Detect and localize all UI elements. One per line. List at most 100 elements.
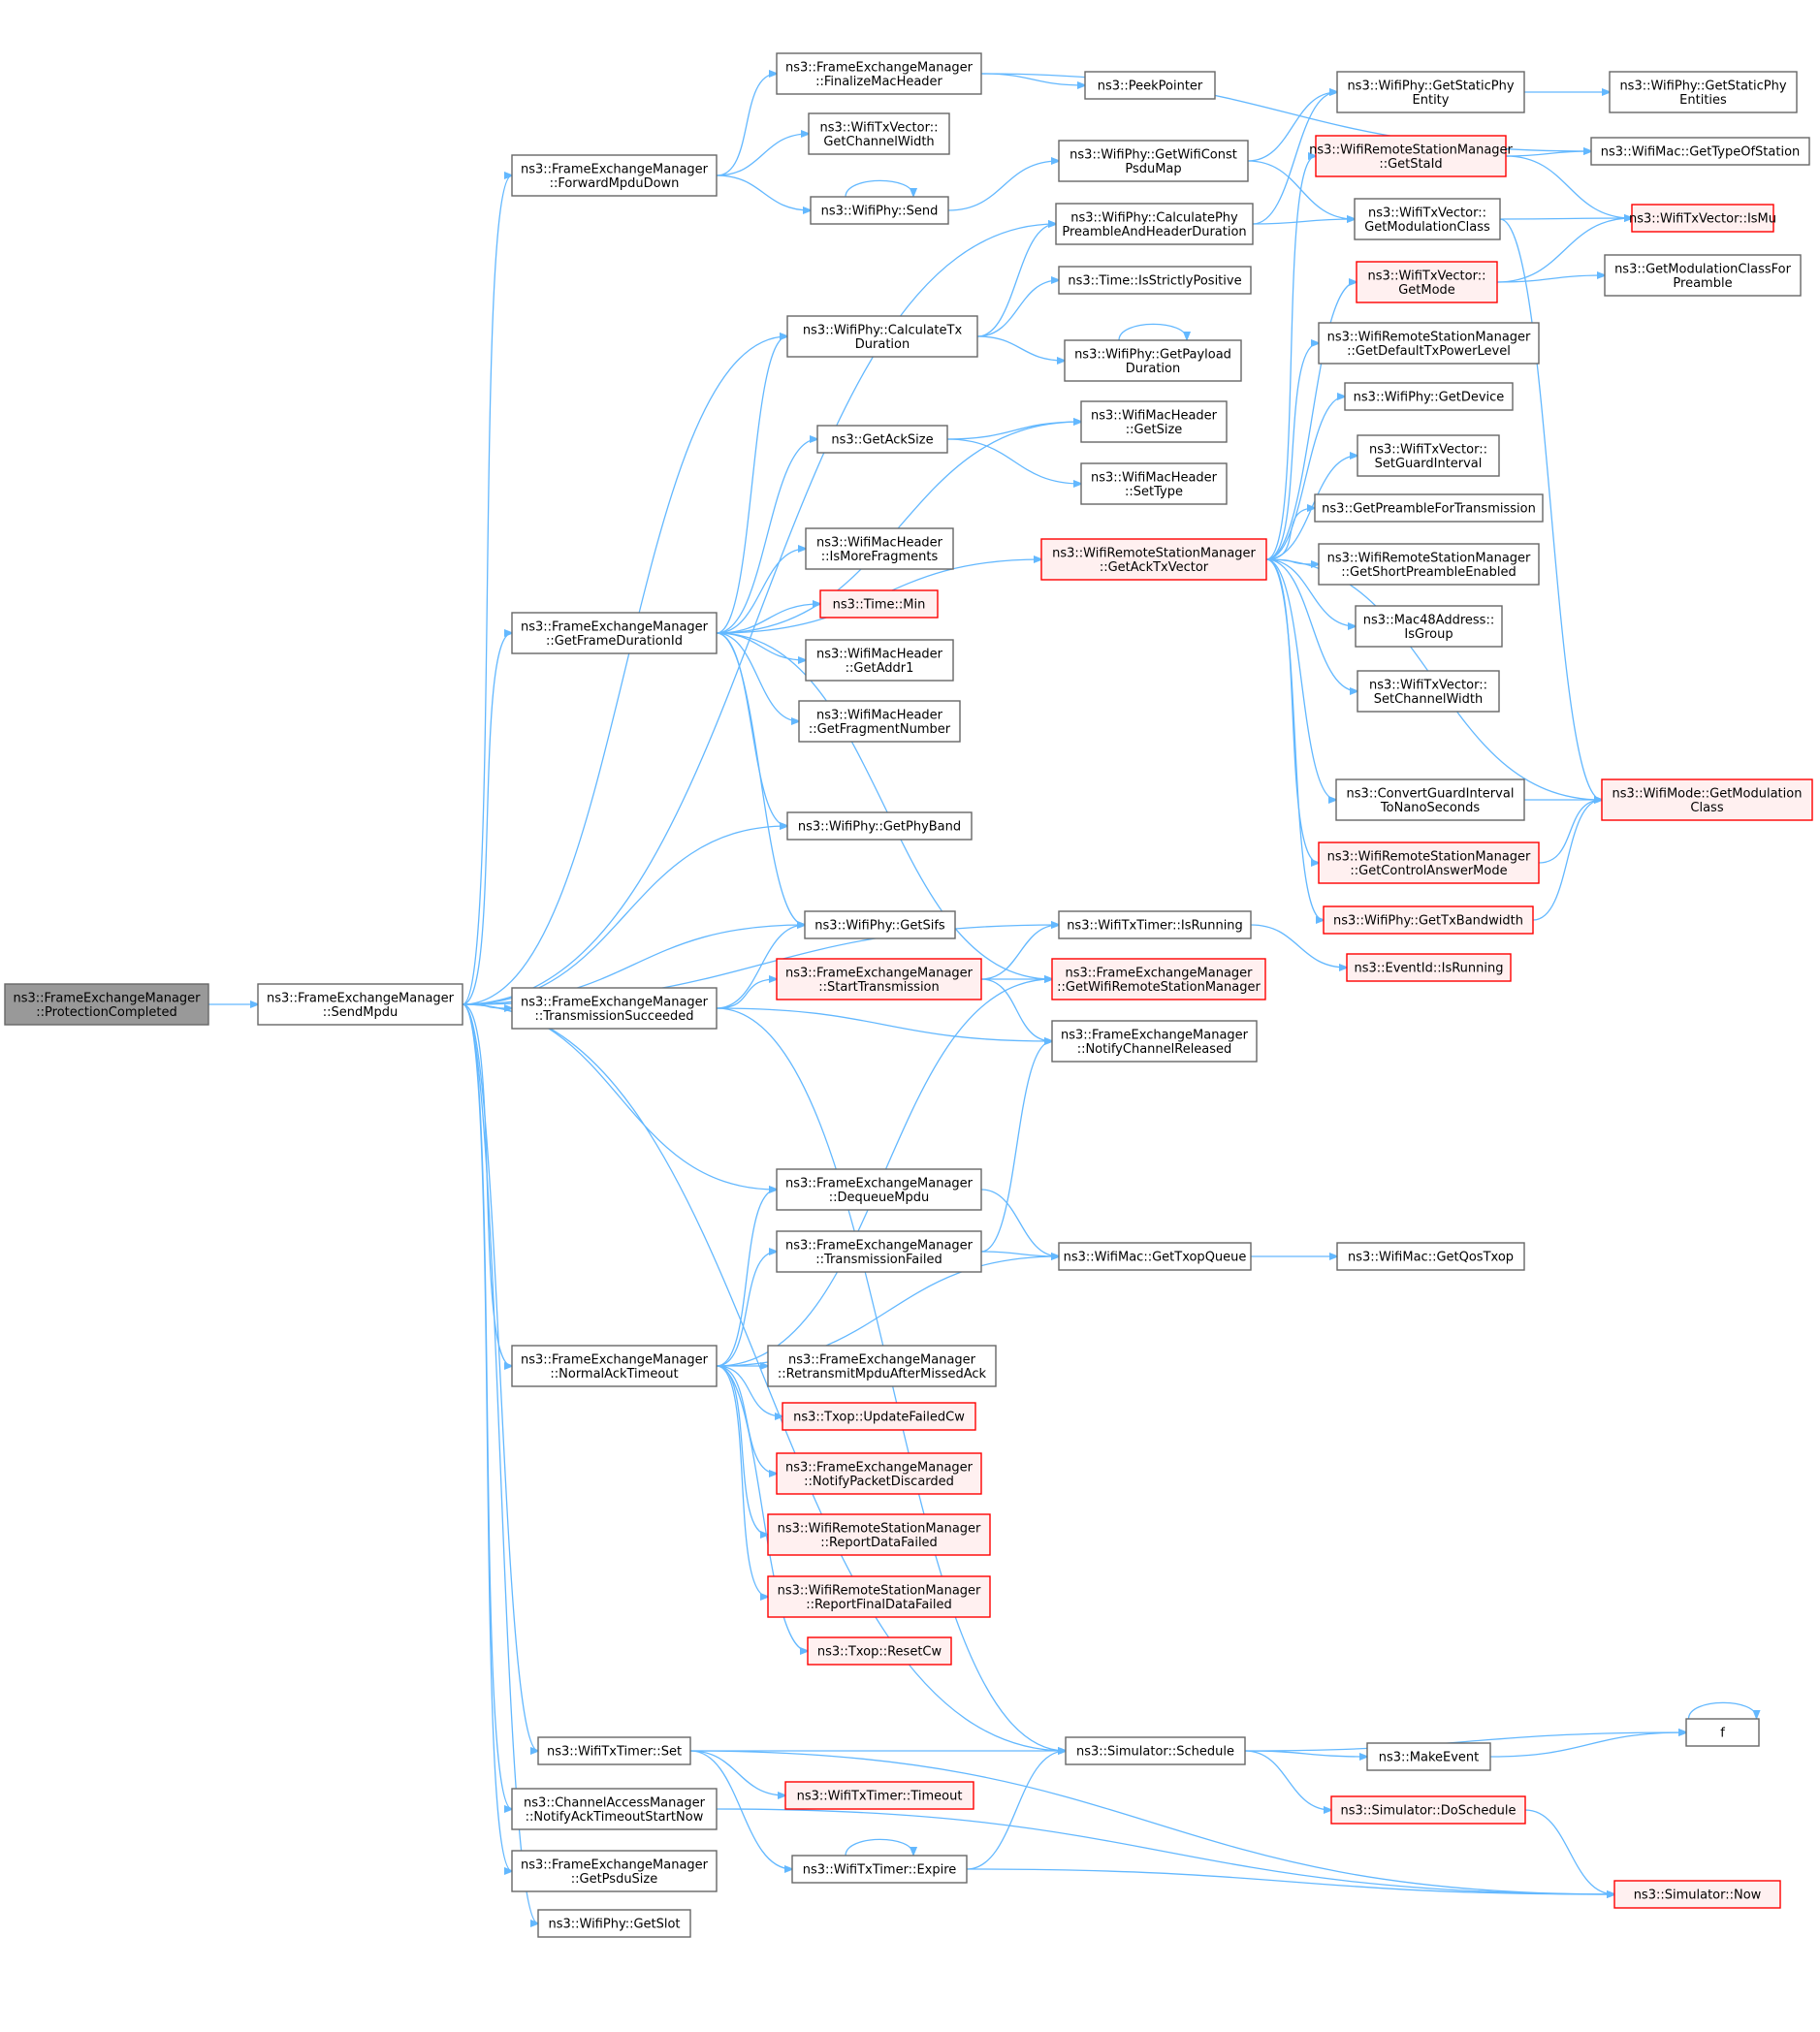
node-box [257, 983, 463, 1026]
edge-calcPreamble-to-getModulationClassTx [1252, 219, 1355, 225]
node-normalAckTimeout[interactable]: ns3::FrameExchangeManager::NormalAckTime… [511, 1345, 718, 1387]
node-getTypeOfStation[interactable]: ns3::WifiMac::GetTypeOfStation [1590, 137, 1810, 166]
node-modeGetModClass[interactable]: ns3::WifiMode::GetModulationClass [1601, 778, 1813, 821]
node-getAddr1[interactable]: ns3::WifiMacHeader::GetAddr1 [805, 639, 954, 682]
node-transmissionFailed[interactable]: ns3::FrameExchangeManager::TransmissionF… [776, 1230, 982, 1273]
node-getStaId[interactable]: ns3::WifiRemoteStationManager::GetStaId [1309, 135, 1514, 177]
node-startTransmission[interactable]: ns3::FrameExchangeManager::StartTransmis… [776, 958, 982, 1000]
node-label-line: ns3::WifiRemoteStationManager [1327, 330, 1531, 344]
node-box [1613, 1880, 1781, 1909]
node-isStrictlyPositive[interactable]: ns3::Time::IsStrictlyPositive [1058, 266, 1252, 295]
node-getFragmentNumber[interactable]: ns3::WifiMacHeader::GetFragmentNumber [798, 700, 961, 743]
node-getChannelWidth[interactable]: ns3::WifiTxVector::GetChannelWidth [808, 112, 950, 155]
node-getModulationClassTx[interactable]: ns3::WifiTxVector::GetModulationClass [1354, 198, 1501, 240]
node-schedule[interactable]: ns3::Simulator::Schedule [1065, 1736, 1246, 1765]
nodes-layer: ns3::FrameExchangeManager::ProtectionCom… [4, 52, 1813, 1938]
edge-getAckTxVector-to-getPreambleForTx [1265, 508, 1315, 560]
node-transmissionSucceeded[interactable]: ns3::FrameExchangeManager::TransmissionS… [511, 987, 718, 1030]
node-makeEvent[interactable]: ns3::MakeEvent [1366, 1742, 1491, 1771]
node-getSifs[interactable]: ns3::WifiPhy::GetSifs [804, 910, 956, 939]
node-label-line: Entity [1413, 93, 1450, 108]
node-getDevice[interactable]: ns3::WifiPhy::GetDevice [1344, 382, 1514, 411]
node-notifyAckTimeout[interactable]: ns3::ChannelAccessManager::NotifyAckTime… [511, 1788, 718, 1830]
node-doSchedule[interactable]: ns3::Simulator::DoSchedule [1330, 1795, 1526, 1825]
node-f[interactable]: f [1685, 1718, 1760, 1747]
edge-calcPreamble-to-getStaticPhyEntity [1252, 92, 1337, 225]
node-forwardMpduDown[interactable]: ns3::FrameExchangeManager::ForwardMpduDo… [511, 154, 718, 197]
edge-getStaId-to-getTypeOfStation [1505, 151, 1591, 157]
node-headerGetSize[interactable]: ns3::WifiMacHeader::GetSize [1080, 400, 1228, 443]
node-getPsduSize[interactable]: ns3::FrameExchangeManager::GetPsduSize [511, 1850, 718, 1892]
node-getPhyBand[interactable]: ns3::WifiPhy::GetPhyBand [786, 811, 973, 841]
node-resetCw[interactable]: ns3::Txop::ResetCw [807, 1636, 952, 1666]
node-box [810, 196, 949, 225]
node-isMu[interactable]: ns3::WifiTxVector::IsMu [1629, 204, 1776, 233]
node-getPreambleForTx[interactable]: ns3::GetPreambleForTransmission [1314, 493, 1544, 523]
node-getControlAnswerMode[interactable]: ns3::WifiRemoteStationManager::GetContro… [1318, 841, 1540, 884]
node-dequeueMpdu[interactable]: ns3::FrameExchangeManager::DequeueMpdu [776, 1168, 982, 1211]
edge-getAckSize-to-headerGetSize [946, 422, 1081, 440]
node-sendMpdu[interactable]: ns3::FrameExchangeManager::SendMpdu [257, 983, 463, 1026]
node-isMoreFragments[interactable]: ns3::WifiMacHeader::IsMoreFragments [805, 527, 954, 570]
node-notifyChannelReleased[interactable]: ns3::FrameExchangeManager::NotifyChannel… [1051, 1020, 1258, 1063]
node-setGuardInterval[interactable]: ns3::WifiTxVector::SetGuardInterval [1357, 434, 1500, 477]
node-label-line: GetModulationClass [1364, 220, 1490, 235]
node-label-line: SetGuardInterval [1375, 457, 1483, 471]
node-getTxBandwidth[interactable]: ns3::WifiPhy::GetTxBandwidth [1323, 905, 1534, 935]
edge-getMode-to-isMu [1496, 218, 1632, 283]
node-root[interactable]: ns3::FrameExchangeManager::ProtectionCom… [4, 983, 209, 1026]
node-setChannelWidth[interactable]: ns3::WifiTxVector::SetChannelWidth [1357, 670, 1500, 713]
node-getSlot[interactable]: ns3::WifiPhy::GetSlot [537, 1909, 691, 1938]
node-getMode[interactable]: ns3::WifiTxVector::GetMode [1356, 261, 1498, 303]
edge-timerExpire-to-timerExpire [845, 1838, 913, 1857]
edge [716, 1365, 782, 1416]
node-getWifiRsm[interactable]: ns3::FrameExchangeManager::GetWifiRemote… [1051, 958, 1266, 1000]
edge-transmissionFailed-to-notifyChannelReleased [980, 1041, 1052, 1253]
node-phySend[interactable]: ns3::WifiPhy::Send [810, 196, 949, 225]
node-timerIsRunning[interactable]: ns3::WifiTxTimer::IsRunning [1058, 910, 1252, 939]
node-timerTimeout[interactable]: ns3::WifiTxTimer::Timeout [784, 1781, 974, 1810]
node-timerSet[interactable]: ns3::WifiTxTimer::Set [537, 1736, 691, 1765]
node-finalizeMacHeader[interactable]: ns3::FrameExchangeManager::FinalizeMacHe… [776, 52, 982, 95]
node-reportFinalDataFailed[interactable]: ns3::WifiRemoteStationManager::ReportFin… [767, 1575, 991, 1618]
node-isGroup[interactable]: ns3::Mac48Address::IsGroup [1355, 605, 1503, 648]
node-reportDataFailed[interactable]: ns3::WifiRemoteStationManager::ReportDat… [767, 1513, 991, 1556]
node-notifyPacketDiscarded[interactable]: ns3::FrameExchangeManager::NotifyPacketD… [776, 1452, 982, 1495]
node-label-line: ns3::WifiPhy::GetPayload [1074, 347, 1231, 362]
node-simNow[interactable]: ns3::Simulator::Now [1613, 1880, 1781, 1909]
edge [845, 179, 913, 198]
node-label-line: ::IsMoreFragments [821, 550, 939, 564]
node-box [1051, 1020, 1258, 1063]
node-peekPointer[interactable]: ns3::PeekPointer [1084, 71, 1216, 100]
node-box [786, 315, 978, 358]
node-headerSetType[interactable]: ns3::WifiMacHeader::SetType [1080, 462, 1228, 505]
edge-normalAckTimeout-to-resetCw [716, 1365, 808, 1651]
node-getAckTxVector[interactable]: ns3::WifiRemoteStationManager::GetAckTxV… [1040, 538, 1267, 581]
node-label-line: ns3::WifiTxVector:: [819, 120, 938, 135]
node-box [805, 527, 954, 570]
node-getTxopQueue[interactable]: ns3::WifiMac::GetTxopQueue [1058, 1242, 1252, 1271]
node-timerExpire[interactable]: ns3::WifiTxTimer::Expire [791, 1855, 968, 1884]
node-getFrameDurationId[interactable]: ns3::FrameExchangeManager::GetFrameDurat… [511, 612, 718, 654]
node-updateFailedCw[interactable]: ns3::Txop::UpdateFailedCw [782, 1402, 976, 1431]
node-getDefaultTxPower[interactable]: ns3::WifiRemoteStationManager::GetDefaul… [1318, 322, 1540, 365]
node-label-line: GetChannelWidth [823, 135, 934, 149]
node-timeMin[interactable]: ns3::Time::Min [819, 589, 939, 619]
edge [1499, 218, 1602, 800]
node-label-line: SetChannelWidth [1374, 692, 1484, 707]
node-eventIsRunning[interactable]: ns3::EventId::IsRunning [1346, 953, 1512, 982]
node-getQosTxop[interactable]: ns3::WifiMac::GetQosTxop [1336, 1242, 1525, 1271]
node-getShortPreamble[interactable]: ns3::WifiRemoteStationManager::GetShortP… [1318, 543, 1540, 586]
node-retransmitMpdu[interactable]: ns3::FrameExchangeManager::RetransmitMpd… [767, 1345, 997, 1387]
node-label-line: ns3::WifiMacHeader [816, 535, 943, 550]
edge [976, 224, 1056, 337]
node-getAckSize[interactable]: ns3::GetAckSize [816, 425, 948, 454]
node-calcPreamble[interactable]: ns3::WifiPhy::CalculatePhyPreambleAndHea… [1055, 203, 1254, 245]
